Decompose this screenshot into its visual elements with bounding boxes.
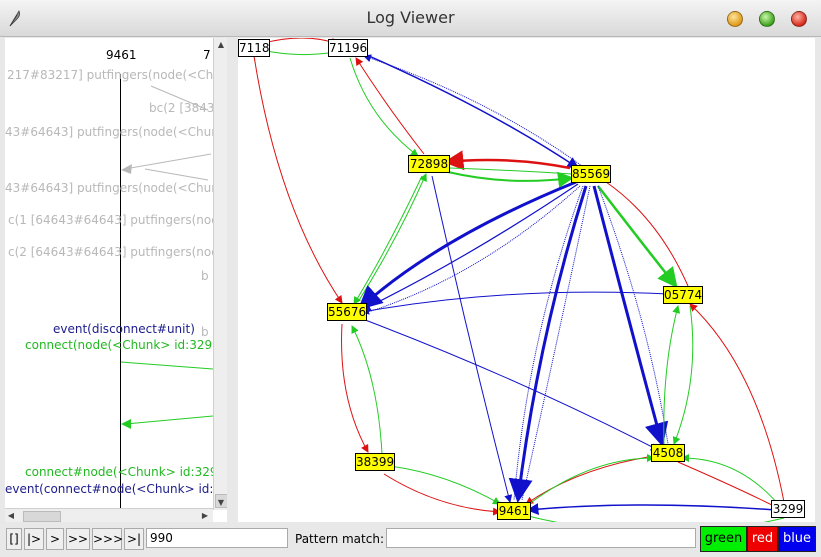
pattern-match-label: Pattern match:	[295, 532, 384, 546]
log-line[interactable]: c(1 [64643#64643] putfingers(node	[8, 213, 227, 227]
fast-forward-button[interactable]: >>	[66, 528, 90, 550]
timestamp-header: 7	[203, 48, 211, 62]
graph-node-3299[interactable]: 3299	[771, 500, 805, 518]
log-line[interactable]: event(disconnect#unit)	[53, 322, 195, 336]
log-line[interactable]: b	[201, 269, 209, 283]
title-bar: Log Viewer	[0, 0, 821, 37]
log-line[interactable]: connect#node(<Chunk> id:3299	[25, 465, 226, 479]
feather-icon	[9, 10, 21, 27]
graph-node-72898[interactable]: 72898	[408, 155, 450, 173]
graph-edges	[253, 38, 785, 522]
log-line[interactable]: 217#83217] putfingers(node(<Chunk	[7, 68, 227, 82]
window-title: Log Viewer	[366, 8, 455, 27]
timeline-axis	[120, 74, 121, 519]
log-line[interactable]: c(2 [64643#64643] putfingers(node	[8, 245, 227, 259]
log-line[interactable]: bc(2 [3843	[149, 101, 215, 115]
log-panel[interactable]: 9461 7 217#83217] putfingers(node(<Chunk…	[5, 38, 227, 522]
graph-node-38399[interactable]: 38399	[355, 453, 395, 471]
legend-red-button[interactable]: red	[747, 526, 778, 552]
log-line[interactable]: b	[201, 325, 209, 339]
legend-blue-button[interactable]: blue	[778, 526, 816, 552]
graph-node-85569[interactable]: 85569	[571, 165, 611, 183]
close-button[interactable]	[791, 11, 807, 27]
scroll-thumb[interactable]	[23, 511, 61, 522]
log-line[interactable]: 43#64643] putfingers(node(<Chunk	[5, 181, 226, 195]
step-forward-button[interactable]: >	[46, 528, 64, 550]
scroll-down-icon[interactable]: ▼	[217, 498, 225, 507]
legend-green-button[interactable]: green	[700, 526, 747, 552]
graph-node-05774[interactable]: 05774	[663, 286, 703, 304]
pattern-match-input[interactable]	[386, 528, 696, 548]
log-line[interactable]: event(connect#node(<Chunk> id:3	[5, 482, 222, 496]
log-line[interactable]: 43#64643] putfingers(node(<Chunk	[5, 125, 226, 139]
scroll-right-icon[interactable]: ▶	[201, 511, 209, 520]
scroll-left-icon[interactable]: ◀	[7, 511, 15, 520]
graph-node-55676[interactable]: 55676	[327, 303, 367, 321]
timestamp-header: 9461	[106, 48, 137, 62]
stop-button[interactable]: []	[6, 528, 22, 550]
vertical-scrollbar[interactable]: ▲ ▼	[213, 38, 227, 510]
graph-node-71196[interactable]: 71196	[328, 39, 368, 57]
event-count-field[interactable]	[146, 528, 288, 548]
faster-forward-button[interactable]: >>>	[92, 528, 123, 550]
message-arrows	[120, 85, 213, 429]
graph-node-7118[interactable]: 7118	[238, 39, 270, 57]
maximize-button[interactable]	[759, 11, 775, 27]
scroll-up-icon[interactable]: ▲	[217, 40, 225, 49]
jump-to-end-button[interactable]: >|	[124, 528, 144, 550]
graph-node-4508[interactable]: 4508	[651, 444, 685, 462]
minimize-button[interactable]	[727, 11, 743, 27]
play-button[interactable]: |>	[24, 528, 44, 550]
graph-node-9461[interactable]: 9461	[497, 502, 531, 520]
scroll-thumb[interactable]	[215, 494, 227, 508]
horizontal-scrollbar[interactable]: ◀ ▶	[5, 508, 213, 522]
graph-canvas[interactable]: 7118 71196 72898 85569 55676 05774 38399 4508 94…	[238, 38, 815, 522]
log-line[interactable]: connect(node(<Chunk> id:3299)	[25, 338, 225, 352]
bottom-toolbar: [] |> > >> >>> >| Pattern match: green r…	[0, 524, 821, 557]
